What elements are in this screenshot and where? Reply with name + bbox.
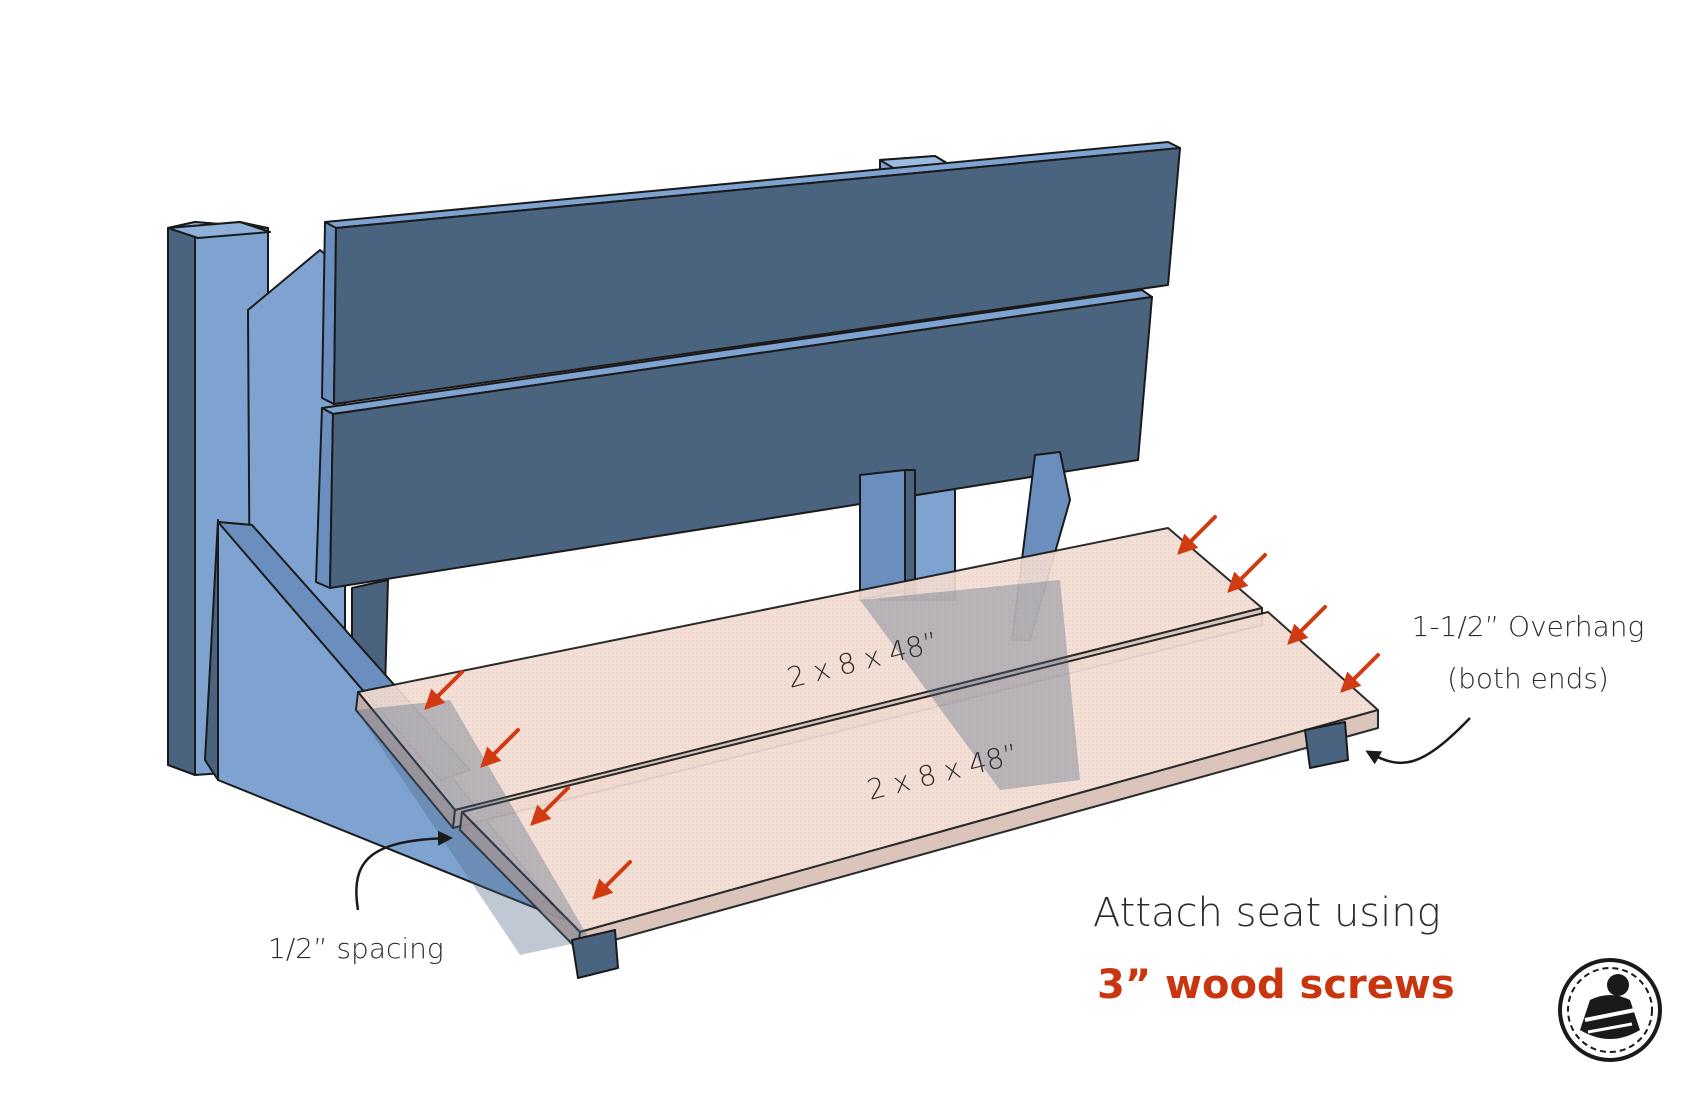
screw-arrow [530, 786, 570, 826]
overhang-sublabel: (both ends) [1447, 662, 1609, 695]
backrest-top-slat [321, 141, 1181, 405]
screw-arrow [592, 860, 632, 900]
overhang-label: 1-1/2” Overhang [1412, 610, 1645, 643]
backrest-bottom-slat [315, 289, 1153, 589]
screw-arrow [480, 728, 520, 768]
seat-support-shadow [356, 580, 1080, 955]
screw-arrow [424, 670, 464, 710]
front-right-foot [1304, 721, 1349, 769]
overhang-pointer [1365, 717, 1471, 765]
back-middle-leg [859, 469, 916, 601]
screw-arrow [1177, 515, 1217, 555]
screw-arrows [424, 515, 1380, 900]
woodworker-logo-icon [1558, 958, 1662, 1062]
spacing-label: 1/2” spacing [268, 932, 444, 965]
screw-arrow [1227, 553, 1267, 593]
spacing-pointer [355, 830, 453, 911]
instruction-line1: Attach seat using [1093, 890, 1441, 936]
screw-arrow [1287, 605, 1327, 645]
front-left-foot [571, 929, 619, 979]
instruction-line2: 3” wood screws [1097, 962, 1455, 1008]
screw-arrow [1340, 653, 1380, 693]
